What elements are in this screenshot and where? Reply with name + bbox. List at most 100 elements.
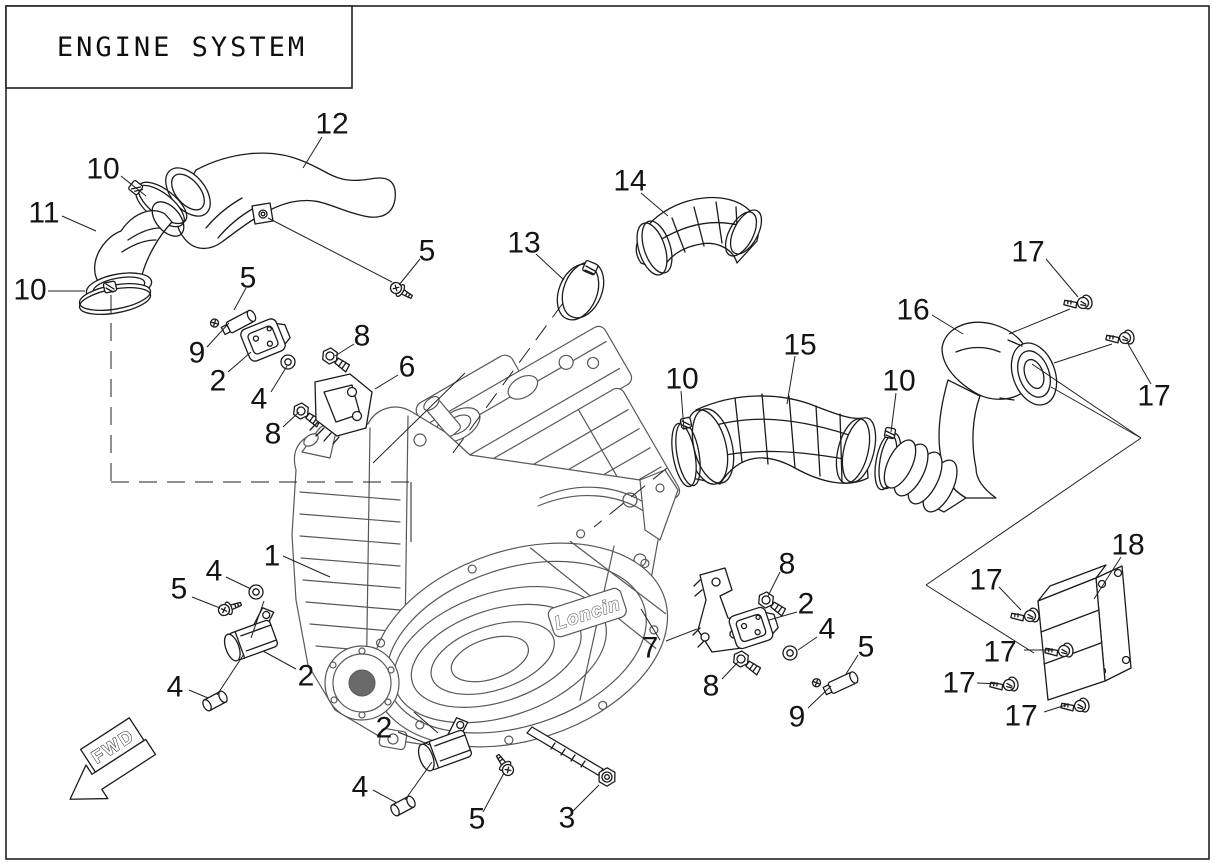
- part-17-screw-e: [988, 675, 1021, 698]
- part-12-intake-duct: [165, 152, 396, 249]
- callout-2: 2: [210, 365, 227, 398]
- callout-13: 13: [507, 227, 540, 260]
- leader-line: [206, 322, 230, 348]
- leader-line: [282, 411, 300, 428]
- callout-2: 2: [798, 588, 815, 621]
- leader-line: [482, 772, 505, 813]
- callout-17: 17: [969, 564, 1002, 597]
- fwd-arrow: FWD: [69, 717, 157, 800]
- leader-line: [845, 654, 859, 675]
- leader-line: [572, 784, 600, 812]
- callout-5: 5: [240, 262, 257, 295]
- part-5-screw-c: [491, 750, 518, 779]
- leader-line: [227, 351, 252, 373]
- callout-4: 4: [206, 555, 223, 588]
- engine-illustration: Loncin: [291, 325, 681, 751]
- part-4-washer-b: [248, 584, 264, 600]
- part-8-bolt-d: [729, 648, 764, 679]
- callout-17: 17: [1004, 700, 1037, 733]
- title-block: ENGINE SYSTEM: [5, 5, 353, 89]
- callout-7: 7: [642, 632, 659, 665]
- leader-line: [233, 287, 247, 311]
- callout-8: 8: [779, 548, 796, 581]
- part-16-outlet-pipe: [883, 321, 1058, 513]
- callout-4: 4: [819, 613, 836, 646]
- part-8-bolt-a: [318, 345, 353, 376]
- leader-line: [807, 685, 832, 709]
- part-2-mount-pad-d: [727, 603, 782, 651]
- callout-10: 10: [882, 365, 915, 398]
- part-18-cover-box: [1037, 564, 1132, 701]
- callout-10: 10: [13, 274, 46, 307]
- leader-line: [1045, 258, 1079, 298]
- callout-17: 17: [983, 636, 1016, 669]
- leader-line: [374, 374, 399, 390]
- leader-line: [890, 392, 897, 433]
- part-17-screw-c: [1009, 606, 1042, 629]
- part-4-spacer-a: [200, 689, 230, 713]
- leader-line: [282, 555, 331, 578]
- leader-line: [976, 682, 1002, 685]
- leader-line: [372, 372, 466, 464]
- leader-line: [640, 608, 661, 641]
- leader-line: [225, 576, 252, 590]
- callout-15: 15: [783, 329, 816, 362]
- leader-line: [262, 650, 297, 670]
- leader-line: [61, 215, 97, 232]
- leader-line: [216, 653, 245, 696]
- leader-line: [404, 761, 433, 801]
- leader-line: [267, 217, 393, 283]
- leader-line: [397, 731, 431, 746]
- callout-1: 1: [264, 540, 281, 573]
- part-13-clamp: [556, 259, 605, 321]
- leader-line: [302, 136, 323, 169]
- leader-line: [797, 636, 818, 651]
- leader-line: [398, 258, 421, 286]
- callout-14: 14: [613, 165, 646, 198]
- leader-line: [925, 584, 1035, 654]
- leader-line: [1008, 308, 1071, 335]
- leader-line: [721, 661, 739, 680]
- callout-8: 8: [265, 418, 282, 451]
- leader-line: [334, 343, 355, 357]
- part-17-screw-a: [1062, 293, 1095, 316]
- part-6-bracket: [309, 373, 373, 445]
- leader-line: [535, 253, 565, 281]
- callout-5: 5: [469, 803, 486, 836]
- part-10-clamp-b: [78, 280, 152, 316]
- callout-4: 4: [167, 671, 184, 704]
- leader-line: [372, 789, 398, 804]
- callout-4: 4: [251, 383, 268, 416]
- part-5-screw-a: [387, 278, 416, 304]
- leader-line: [1127, 343, 1152, 385]
- leader-line: [1093, 556, 1122, 600]
- part-17-screw-f: [1059, 696, 1092, 719]
- leader-line: [191, 596, 221, 609]
- callout-3: 3: [559, 802, 576, 835]
- part-17-screw-b: [1104, 328, 1137, 351]
- part-5-screw-b: [215, 597, 244, 619]
- callout-17: 17: [942, 667, 975, 700]
- callout-12: 12: [315, 108, 348, 141]
- leader-line: [1031, 363, 1142, 439]
- leader-line: [1053, 343, 1113, 364]
- callout-9: 9: [789, 701, 806, 734]
- part-15-intake-hose: [685, 393, 877, 485]
- leader-line: [931, 314, 964, 335]
- leader-lines: [48, 136, 1152, 813]
- callout-17: 17: [1011, 236, 1044, 269]
- callout-2: 2: [298, 660, 315, 693]
- callout-5: 5: [171, 573, 188, 606]
- leader-line: [665, 628, 698, 642]
- page-border: [5, 5, 1210, 860]
- leader-line: [925, 437, 1142, 586]
- callout-5: 5: [419, 235, 436, 268]
- part-4-washer-a: [280, 354, 296, 370]
- callout-11: 11: [28, 197, 59, 230]
- leader-line-dashed: [446, 302, 564, 462]
- leader-line: [1050, 386, 1142, 439]
- leader-line: [188, 689, 209, 699]
- leader-line: [768, 611, 798, 621]
